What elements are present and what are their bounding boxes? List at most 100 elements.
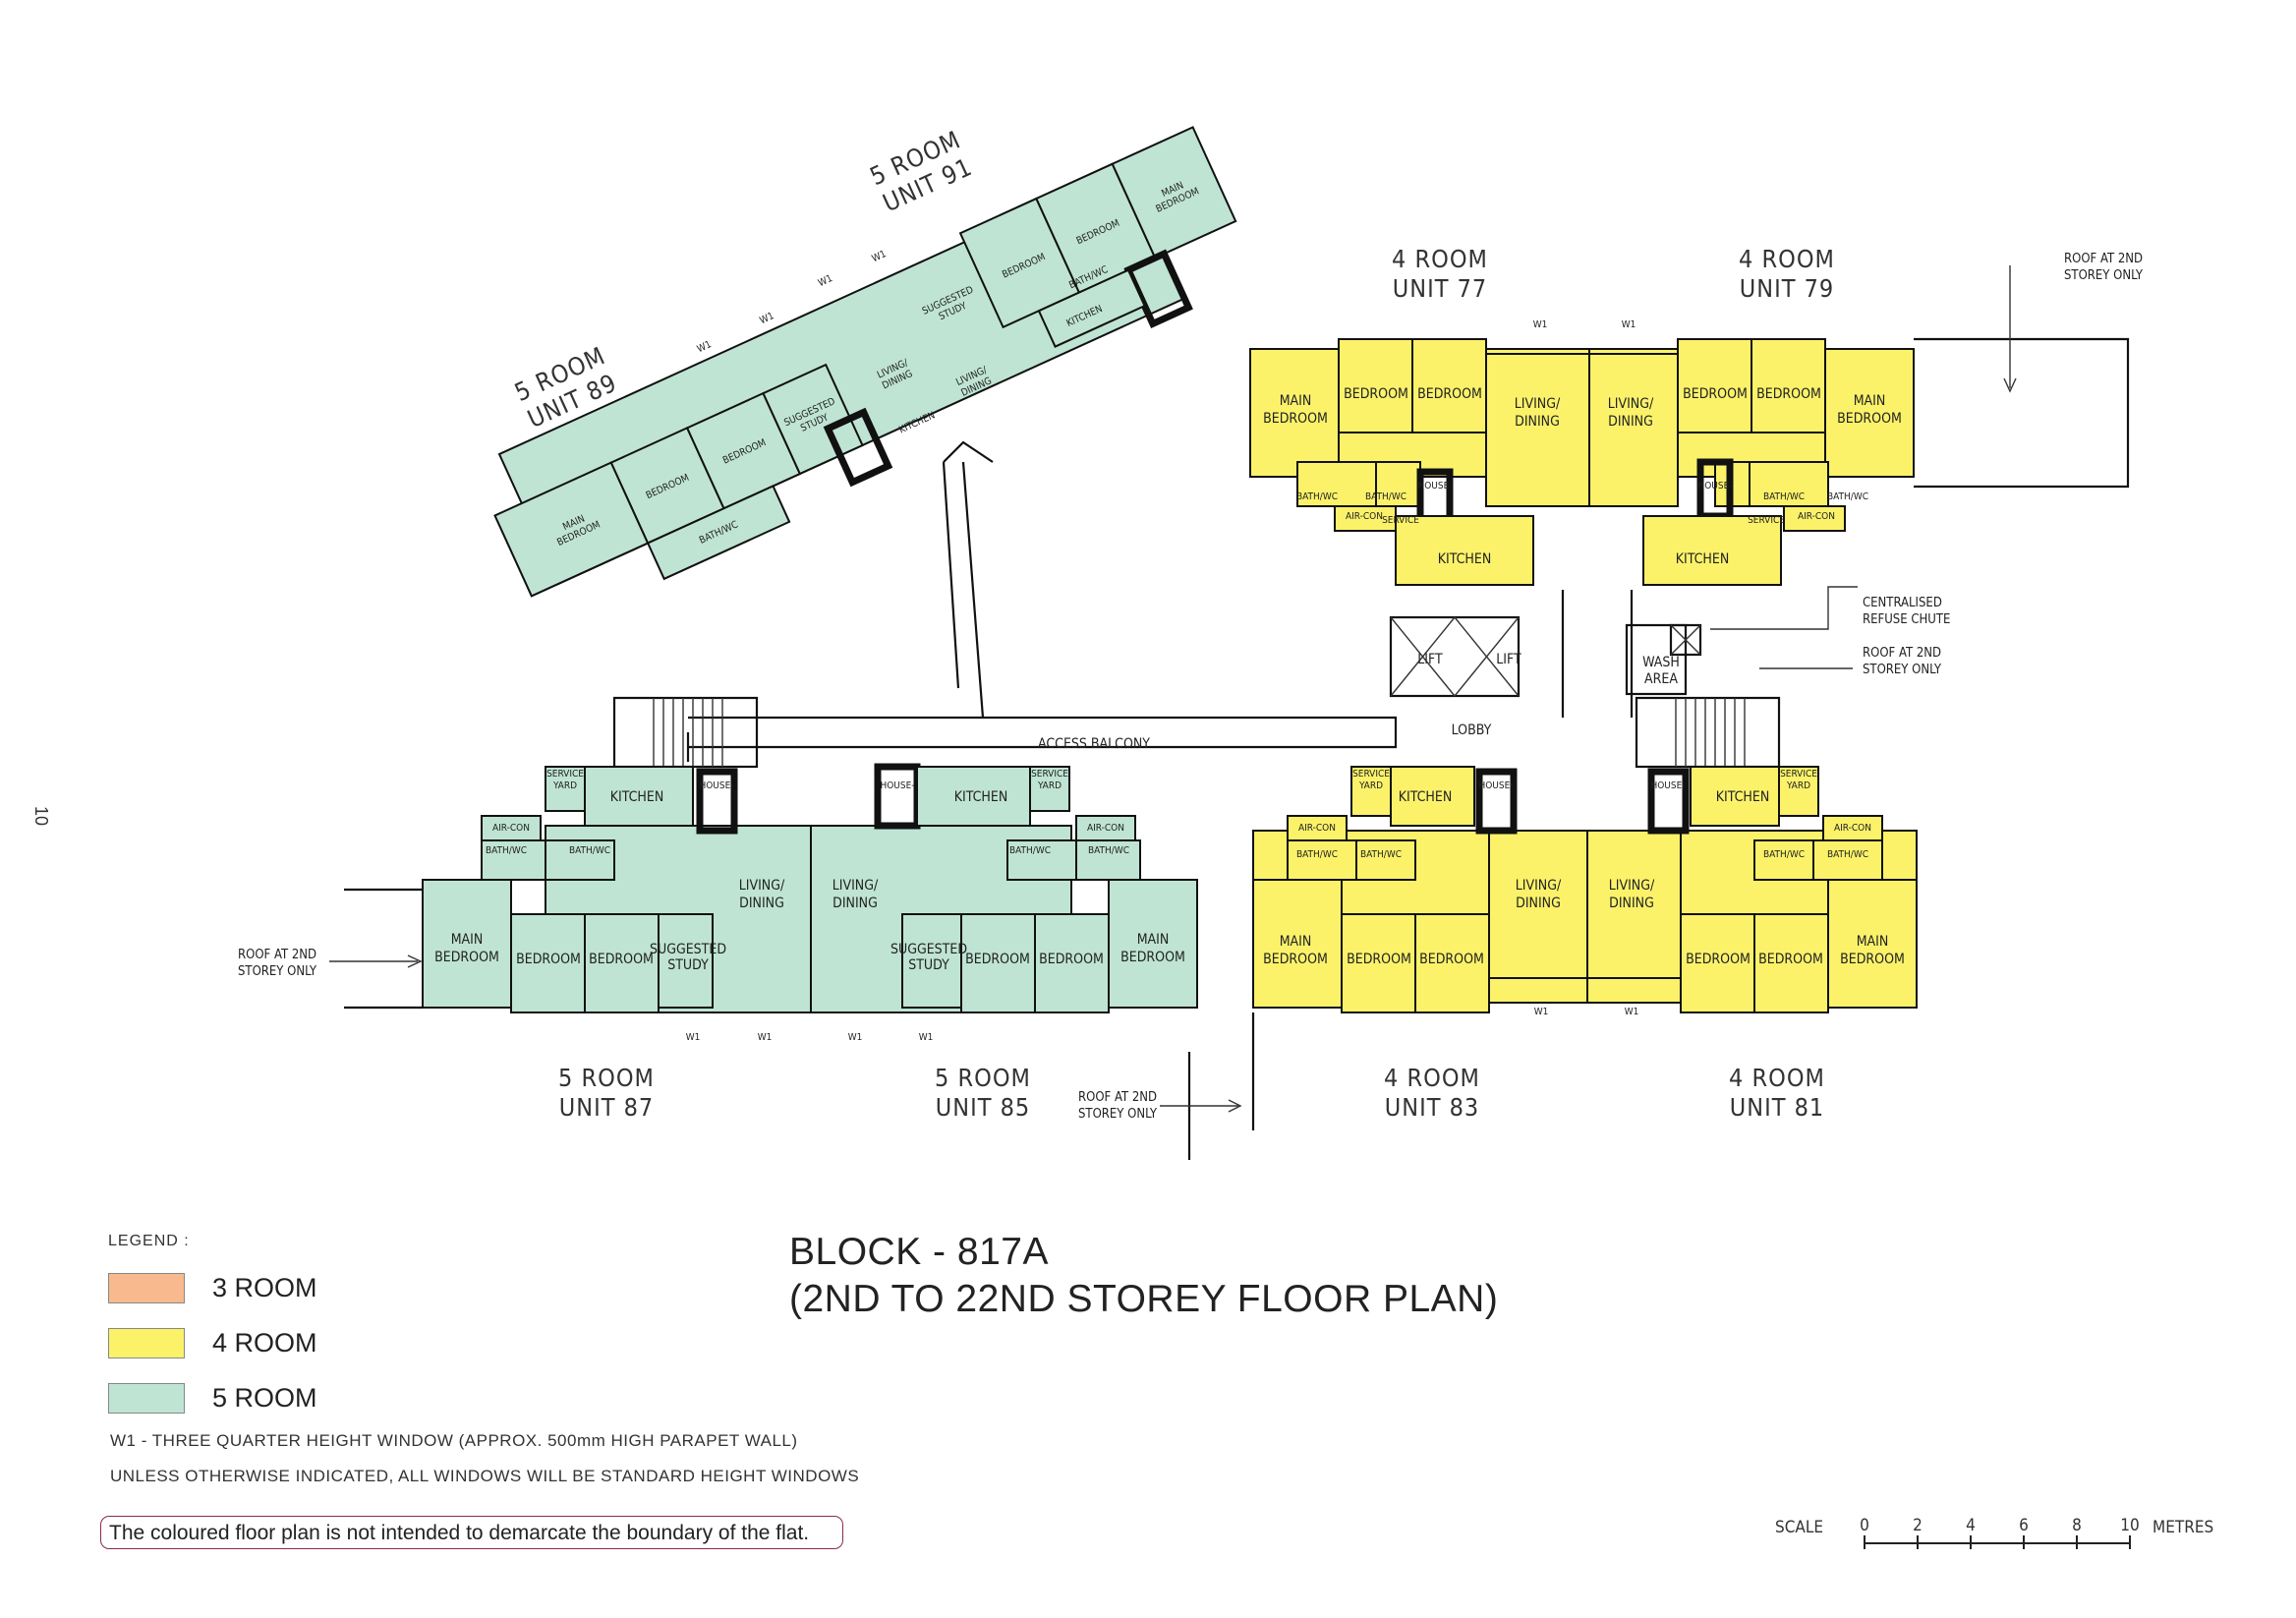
u77-bath-1: BATH/WC — [1296, 491, 1338, 502]
legend-label-4-room: 4 ROOM — [212, 1327, 317, 1358]
roof-note-r1: ROOF AT 2ND — [2064, 252, 2143, 266]
roof-note-r2: STOREY ONLY — [2064, 268, 2144, 283]
u81-service-2: YARD — [1786, 780, 1810, 791]
wash-area-label-1: WASH — [1642, 655, 1680, 670]
disclaimer: The coloured floor plan is not intended … — [100, 1516, 843, 1549]
roof-note-b1: ROOF AT 2ND — [1078, 1090, 1157, 1105]
u87-service-2: YARD — [552, 780, 577, 791]
u87-bath-2: BATH/WC — [569, 845, 610, 856]
u83-service-2: YARD — [1358, 780, 1383, 791]
legend-item-3-room: 3 ROOM — [108, 1260, 317, 1315]
u87-bedroom-1: BEDROOM — [516, 952, 581, 967]
legend-item-4-room: 4 ROOM — [108, 1315, 317, 1370]
circulation: ACCESS BALCONY LOBBY LIFT LIFT WASH AREA — [612, 461, 1781, 769]
u87-study-1: SUGGESTED — [650, 942, 726, 957]
u83-name: UNIT 83 — [1385, 1093, 1479, 1122]
u87-service-1: SERVICE — [546, 769, 584, 780]
u81-living-1: LIVING/ — [1609, 878, 1655, 894]
u81-type: 4 ROOM — [1729, 1064, 1825, 1092]
u81-bedroom-2: BEDROOM — [1758, 952, 1823, 967]
u79-living-1: LIVING/ — [1608, 396, 1654, 412]
u87-study-2: STUDY — [667, 957, 709, 973]
w1-85b: W1 — [919, 1032, 934, 1043]
u87-aircon: AIR-CON — [492, 823, 530, 834]
lift-label-2: LIFT — [1496, 652, 1521, 667]
legend-swatch-3-room — [108, 1272, 185, 1303]
legend-heading: LEGEND : — [108, 1233, 190, 1249]
u87-name: UNIT 87 — [559, 1093, 654, 1122]
u87-living-1: LIVING/ — [739, 878, 785, 894]
u81-main-bed-2: BEDROOM — [1840, 952, 1905, 967]
legend-label-5-room: 5 ROOM — [212, 1382, 317, 1413]
u81-bedroom-1: BEDROOM — [1686, 952, 1751, 967]
u81-main-bed-1: MAIN — [1857, 934, 1889, 950]
u85-study-1: SUGGESTED — [890, 942, 967, 957]
u83-bedroom-1: BEDROOM — [1347, 952, 1411, 967]
w1-81: W1 — [1625, 1007, 1639, 1017]
u83-shelter: HOUSE- — [1478, 780, 1513, 791]
unit-79: LIVING/ DINING BEDROOM BEDROOM MAIN BEDR… — [1588, 245, 1915, 586]
legend-item-5-room: 5 ROOM — [108, 1370, 317, 1425]
w1-85a: W1 — [848, 1032, 863, 1043]
w1-ang-2: W1 — [758, 311, 775, 326]
scale-tick-label: 0 — [1860, 1516, 1869, 1535]
plan-title-line2: (2ND TO 22ND STOREY FLOOR PLAN) — [789, 1278, 1499, 1320]
u83-aircon: AIR-CON — [1298, 823, 1336, 834]
u77-main-bed-1: MAIN — [1280, 393, 1312, 409]
roof-note-m2: STOREY ONLY — [1863, 663, 1942, 677]
legend-note-w1: W1 - THREE QUARTER HEIGHT WINDOW (APPROX… — [110, 1431, 798, 1450]
u85-study-2: STUDY — [908, 957, 949, 973]
u79-living-2: DINING — [1608, 414, 1653, 430]
refuse-chute-2: REFUSE CHUTE — [1863, 612, 1950, 627]
legend: LEGEND : 3 ROOM 4 ROOM 5 ROOM — [108, 1233, 317, 1425]
w1-87b: W1 — [758, 1032, 773, 1043]
u81-shelter: HOUSE- — [1650, 780, 1685, 791]
u87-main-bed-1: MAIN — [451, 932, 484, 948]
plan-title-line1: BLOCK - 817A — [789, 1231, 1049, 1273]
unit-83: MAIN BEDROOM BEDROOM BEDROOM LIVING/ DIN… — [1252, 766, 1588, 1122]
u77-service: SERVICE — [1382, 515, 1419, 526]
roof-note-b2: STOREY ONLY — [1078, 1107, 1158, 1122]
u87-type: 5 ROOM — [558, 1064, 655, 1092]
w1-83: W1 — [1534, 1007, 1549, 1017]
u77-living-2: DINING — [1515, 414, 1560, 430]
unit-77: MAIN BEDROOM BEDROOM BEDROOM LIVING/ DIN… — [1249, 245, 1590, 586]
u83-bedroom-2: BEDROOM — [1419, 952, 1484, 967]
u77-bath-2: BATH/WC — [1365, 491, 1406, 502]
u81-service-1: SERVICE — [1780, 769, 1817, 780]
u83-kitchen: KITCHEN — [1399, 789, 1453, 805]
wash-area-label-2: AREA — [1644, 671, 1678, 687]
scale-tick-label: 8 — [2072, 1516, 2082, 1535]
u81-living-2: DINING — [1609, 896, 1654, 911]
u87-living-2: DINING — [739, 896, 784, 911]
u83-living-2: DINING — [1516, 896, 1561, 911]
plan-title: BLOCK - 817A (2ND TO 22ND STOREY FLOOR P… — [789, 1229, 1498, 1323]
legend-note-windows: UNLESS OTHERWISE INDICATED, ALL WINDOWS … — [110, 1467, 860, 1485]
u79-bath-2: BATH/WC — [1827, 491, 1868, 502]
u81-bath-2: BATH/WC — [1827, 849, 1868, 860]
u77-type: 4 ROOM — [1392, 245, 1488, 273]
unit-81: LIVING/ DINING KITCHEN BEDROOM BEDROOM M… — [1586, 766, 1918, 1122]
u85-name: UNIT 85 — [936, 1093, 1030, 1122]
scale-tick-label: 2 — [1913, 1516, 1923, 1535]
w1-ang-4: W1 — [871, 249, 889, 264]
u85-bath-1: BATH/WC — [1009, 845, 1051, 856]
legend-swatch-4-room — [108, 1327, 185, 1358]
w1-87a: W1 — [686, 1032, 701, 1043]
lift-label-1: LIFT — [1417, 652, 1443, 667]
access-balcony-label: ACCESS BALCONY — [1038, 736, 1150, 752]
unit-87: MAIN BEDROOM BEDROOM BEDROOM SUGGESTED S… — [422, 766, 812, 1122]
u83-main-bed-2: BEDROOM — [1263, 952, 1328, 967]
u77-main-bed-2: BEDROOM — [1263, 411, 1328, 427]
u85-main-bed-2: BEDROOM — [1120, 950, 1185, 965]
u85-bath-2: BATH/WC — [1088, 845, 1129, 856]
w1-ang-3: W1 — [817, 273, 834, 289]
u81-aircon: AIR-CON — [1834, 823, 1871, 834]
u77-shelter: HOUSE- — [1417, 481, 1452, 491]
unit-85: LIVING/ DINING KITCHEN SUGGESTED STUDY B… — [810, 763, 1198, 1122]
u81-bath-1: BATH/WC — [1763, 849, 1805, 860]
u85-service-1: SERVICE — [1031, 769, 1068, 780]
u83-bath-2: BATH/WC — [1360, 849, 1402, 860]
u77-bedroom-2: BEDROOM — [1417, 386, 1482, 402]
